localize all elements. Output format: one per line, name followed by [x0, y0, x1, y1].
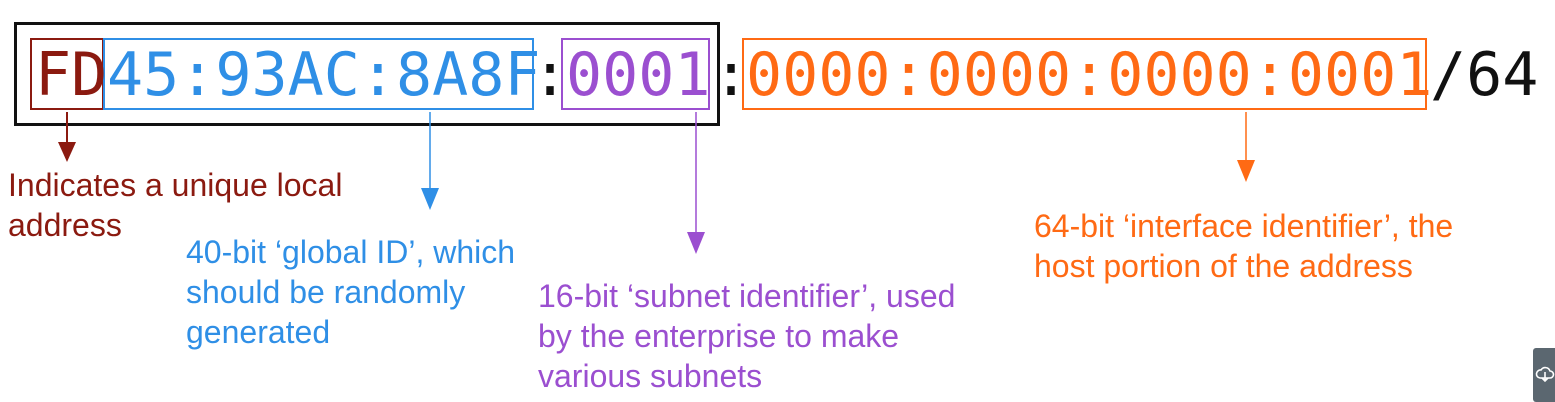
address-global-id: 45:93AC:8A8F — [107, 40, 541, 110]
unique-local-note: Indicates a unique local address — [8, 165, 342, 245]
note-line: by the enterprise to make — [538, 318, 900, 354]
global-id-note: 40-bit ‘global ID’, which should be rand… — [186, 232, 515, 352]
cloud-icon — [1535, 366, 1555, 383]
note-line: generated — [186, 314, 331, 350]
address-prefix: FD — [35, 40, 108, 110]
note-line: 16-bit ‘subnet identifier’, used — [538, 278, 956, 314]
address-separator: : — [713, 40, 750, 110]
note-line: 40-bit ‘global ID’, which — [186, 234, 516, 270]
subnet-id-note: 16-bit ‘subnet identifier’, used by the … — [538, 276, 955, 396]
note-line: 64-bit ‘interface identifier’, the — [1034, 208, 1454, 244]
note-line: address — [8, 207, 122, 243]
note-line: should be randomly — [186, 274, 466, 310]
cloud-widget-button[interactable] — [1533, 348, 1555, 402]
address-interface-id: 0000:0000:0000:0001 — [746, 40, 1433, 110]
interface-id-box — [742, 38, 1427, 110]
note-line: Indicates a unique local — [8, 167, 343, 203]
address-separator: : — [532, 40, 569, 110]
subnet-id-box — [561, 38, 710, 110]
global-id-box — [103, 38, 534, 110]
address-subnet-id: 0001 — [566, 40, 711, 110]
global-id-arrow — [421, 112, 439, 210]
prefix-arrow — [58, 112, 76, 162]
subnet-id-arrow — [687, 112, 705, 254]
note-line: host portion of the address — [1034, 248, 1413, 284]
interface-id-note: 64-bit ‘interface identifier’, the host … — [1034, 206, 1453, 286]
interface-id-arrow — [1237, 112, 1255, 182]
network-portion-box — [14, 22, 720, 126]
note-line: various subnets — [538, 358, 763, 394]
address-prefix-length: /64 — [1430, 40, 1539, 110]
